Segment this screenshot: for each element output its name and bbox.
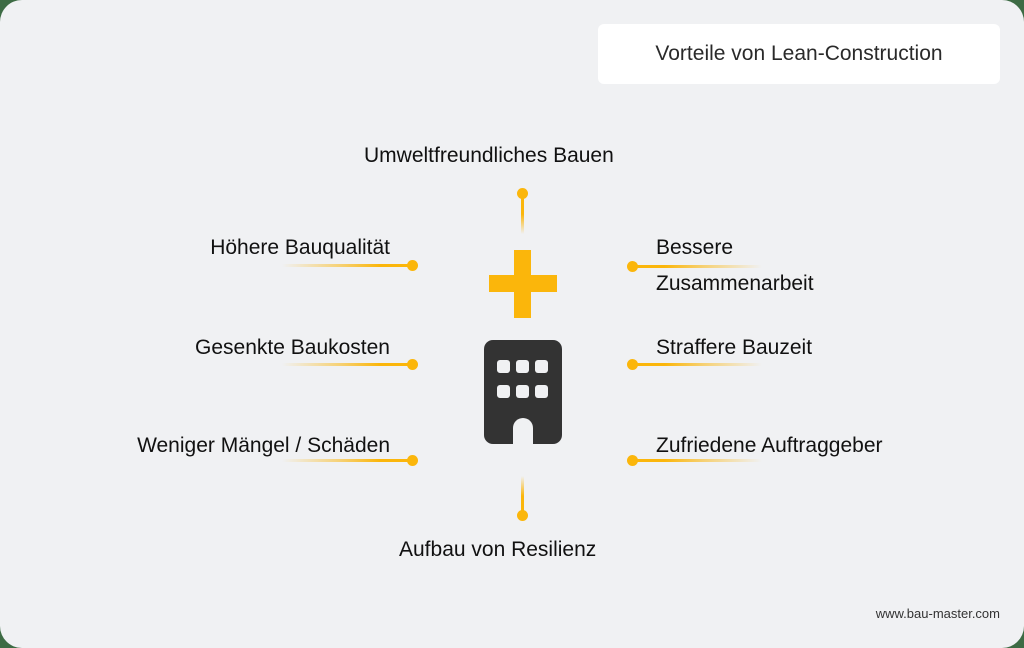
building-icon (484, 340, 562, 444)
diagram-title: Vorteile von Lean-Construction (655, 42, 943, 65)
connector-dot (517, 188, 528, 199)
connector-line (282, 264, 412, 267)
connector-line (282, 459, 412, 462)
connector-line (521, 476, 524, 516)
plus-icon (489, 250, 557, 318)
connector-dot (407, 455, 418, 466)
connector-dot (407, 359, 418, 370)
benefit-right-1-label-line1: Bessere (656, 236, 734, 259)
benefit-right-3-label: Zufriedene Auftraggeber (656, 434, 883, 457)
title-box: Vorteile von Lean-Construction (598, 24, 1000, 84)
connector-line (632, 459, 762, 462)
benefit-right-1-label-line2: Zusammenarbeit (656, 272, 814, 295)
benefit-left-2-label: Gesenkte Baukosten (195, 336, 390, 359)
connector-line (632, 363, 762, 366)
connector-dot (407, 260, 418, 271)
connector-line (282, 363, 412, 366)
benefit-top-label: Umweltfreundliches Bauen (364, 144, 614, 167)
connector-line (521, 194, 524, 234)
benefit-left-3-label: Weniger Mängel / Schäden (137, 434, 390, 457)
connector-line (632, 265, 762, 268)
benefit-bottom-label: Aufbau von Resilienz (399, 538, 597, 561)
connector-dot (517, 510, 528, 521)
benefit-right-2-label: Straffere Bauzeit (656, 336, 813, 359)
footer-url: www.bau-master.com (875, 606, 1000, 621)
benefit-left-1-label: Höhere Bauqualität (210, 236, 390, 259)
